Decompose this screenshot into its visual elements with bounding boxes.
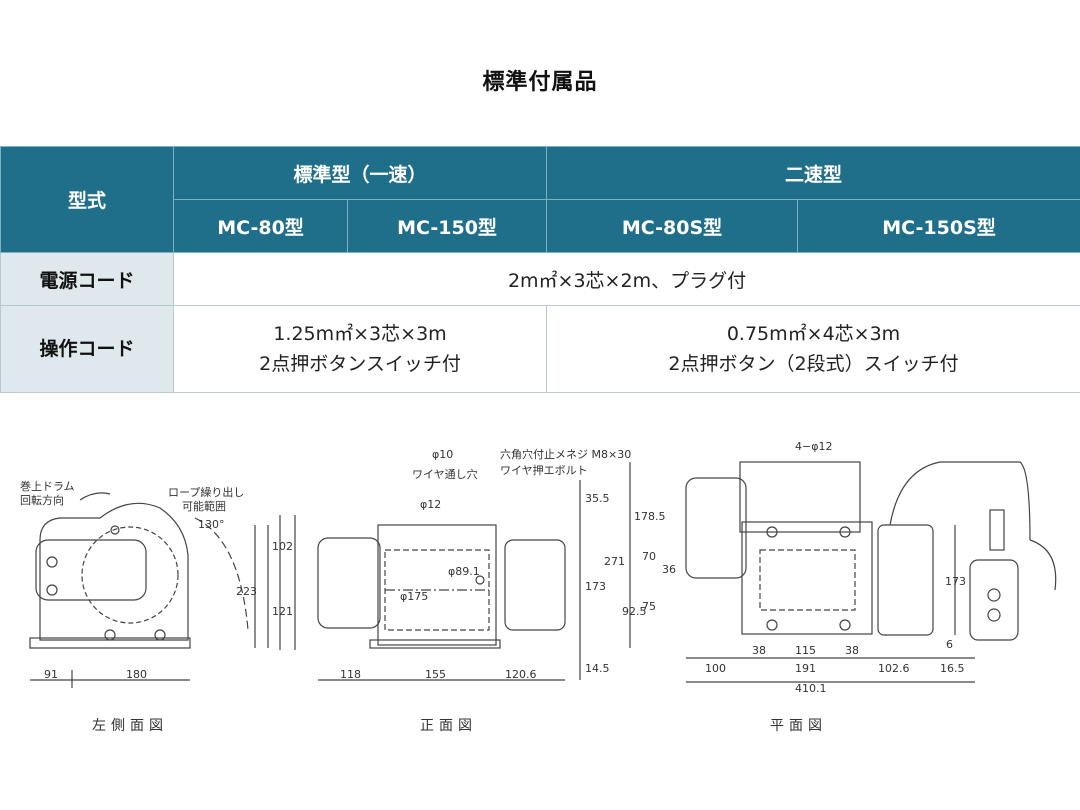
left-bolt-5: [110, 525, 120, 535]
header-standard-group: 標準型（一速）: [172, 146, 548, 200]
page-title: 標準付属品: [482, 70, 598, 95]
left-bolt-2: [46, 584, 58, 596]
plan-hole-4: [839, 619, 851, 631]
plan-dim-191: 191: [795, 662, 816, 675]
control-cord-standard: 1.25m㎡×3芯×3m 2点押ボタンスイッチ付: [172, 305, 548, 393]
plan-dim-925: 92.5: [622, 605, 647, 618]
plan-dim-271: 271: [604, 555, 625, 568]
front-gearbox-right: [504, 539, 566, 631]
plan-dim-115: 115: [795, 644, 816, 657]
left-bolt-4: [154, 629, 166, 641]
plan-gearbox: [877, 524, 934, 636]
left-dim-180: 180: [126, 668, 147, 681]
plan-drum: [759, 549, 856, 611]
left-dim-102: 102: [272, 540, 293, 553]
model-mc150: MC-150型: [346, 199, 548, 253]
left-note-rope-2: 可能範囲: [182, 499, 226, 513]
left-note-drum: 巻上ドラム: [20, 480, 75, 493]
plan-view: 4−φ12 100 38 115 38 191 102.6 16.5 410.1…: [604, 440, 1057, 734]
left-side-view: 巻上ドラム 回転方向 ロープ繰り出し 可能範囲 130° 91 180 223 …: [20, 480, 293, 734]
control-cord-standard-line1: 1.25m㎡×3芯×3m: [273, 323, 447, 345]
plan-dim-38-a: 38: [752, 644, 766, 657]
left-bolt-1: [46, 556, 58, 568]
front-frame: [377, 524, 497, 646]
front-dim-1206: 120.6: [505, 668, 537, 681]
model-mc80: MC-80型: [173, 199, 348, 253]
plan-dim-4101: 410.1: [795, 682, 827, 695]
plan-pendant-button-down: [987, 608, 1001, 622]
front-motor-left: [317, 537, 381, 629]
front-dim-173: 173: [585, 580, 606, 593]
front-view: φ10 ワイヤ通し穴 六角穴付止メネジ M8×30 ワイヤ押エボルト 118 1…: [279, 447, 631, 734]
power-cord-value: 2m㎡×3芯×2m、プラグ付: [172, 252, 1080, 306]
plan-motor: [685, 477, 747, 579]
plan-dim-6: 6: [946, 638, 953, 651]
header-model: 型式: [0, 146, 174, 253]
plan-dim-1785: 178.5: [634, 510, 666, 523]
plan-plug-cord: [1029, 539, 1057, 591]
left-body-outline: [39, 502, 189, 641]
plan-dim-36: 36: [662, 563, 676, 576]
row-label-control-cord: 操作コード: [0, 305, 174, 393]
front-wire-bolt: [475, 575, 485, 585]
left-motor-box: [35, 539, 147, 601]
plan-hole-2: [839, 526, 851, 538]
model-mc150s: MC-150S型: [797, 199, 1080, 253]
header-two-speed-group: 二速型: [546, 146, 1080, 200]
front-base: [369, 639, 501, 649]
front-dim-145: 14.5: [585, 662, 610, 675]
front-wire-hole: ワイヤ通し穴: [412, 467, 478, 481]
left-rope-range-arc: [194, 517, 249, 631]
plan-hole-1: [766, 526, 778, 538]
plan-top-housing: [739, 461, 861, 533]
left-bolt-3: [104, 629, 116, 641]
plan-cable-grip: [989, 509, 1005, 551]
front-dim-phi891: φ89.1: [448, 565, 480, 578]
model-mc80s: MC-80S型: [546, 199, 799, 253]
plan-hole-3: [766, 619, 778, 631]
control-cord-two-speed-line1: 0.75m㎡×4芯×3m: [726, 323, 901, 345]
front-dim-phi12: φ12: [420, 498, 441, 511]
plan-dim-75: 75: [642, 600, 656, 613]
row-label-power-cord: 電源コード: [0, 252, 174, 306]
front-phi10: φ10: [432, 448, 453, 461]
left-base-plate: [29, 637, 191, 649]
plan-pendant-button-up: [987, 588, 1001, 602]
plan-holes-label: 4−φ12: [795, 440, 832, 453]
left-angle-label: 130°: [198, 518, 225, 531]
front-caption: 正面図: [420, 718, 477, 734]
front-dim-355: 35.5: [585, 492, 610, 505]
plan-caption: 平面図: [770, 718, 827, 734]
control-cord-standard-line2: 2点押ボタンスイッチ付: [259, 353, 461, 375]
plan-dim-1026: 102.6: [878, 662, 910, 675]
left-dim-223: 223: [236, 585, 257, 598]
left-rotation-arrow: [79, 492, 111, 501]
left-note-rotation: 回転方向: [20, 493, 64, 507]
spec-table: 型式 標準型（一速） 二速型 MC-80型 MC-150型 MC-80S型 MC…: [0, 146, 1080, 393]
front-dim-phi175: φ175: [400, 590, 428, 603]
front-dim-155: 155: [425, 668, 446, 681]
left-dim-121: 121: [272, 605, 293, 618]
plan-dim-173: 173: [945, 575, 966, 588]
plan-pendant-switch: [969, 559, 1019, 641]
control-cord-two-speed: 0.75m㎡×4芯×3m 2点押ボタン（2段式）スイッチ付: [546, 305, 1080, 393]
left-dim-91: 91: [44, 668, 58, 681]
front-wire-bolt-label: ワイヤ押エボルト: [500, 463, 588, 477]
front-dim-118: 118: [340, 668, 361, 681]
plan-dim-70: 70: [642, 550, 656, 563]
left-drum-circle: [81, 526, 179, 624]
plan-frame: [741, 521, 873, 635]
plan-dim-38-b: 38: [845, 644, 859, 657]
technical-drawings: 巻上ドラム 回転方向 ロープ繰り出し 可能範囲 130° 91 180 223 …: [20, 440, 1057, 734]
left-caption: 左側面図: [92, 718, 168, 734]
front-hex-bolt: 六角穴付止メネジ M8×30: [500, 447, 631, 461]
control-cord-two-speed-line2: 2点押ボタン（2段式）スイッチ付: [668, 353, 959, 375]
plan-dim-100: 100: [705, 662, 726, 675]
left-note-rope-1: ロープ繰り出し: [168, 485, 244, 499]
plan-dim-165: 16.5: [940, 662, 965, 675]
plan-control-cord: [889, 461, 1031, 541]
